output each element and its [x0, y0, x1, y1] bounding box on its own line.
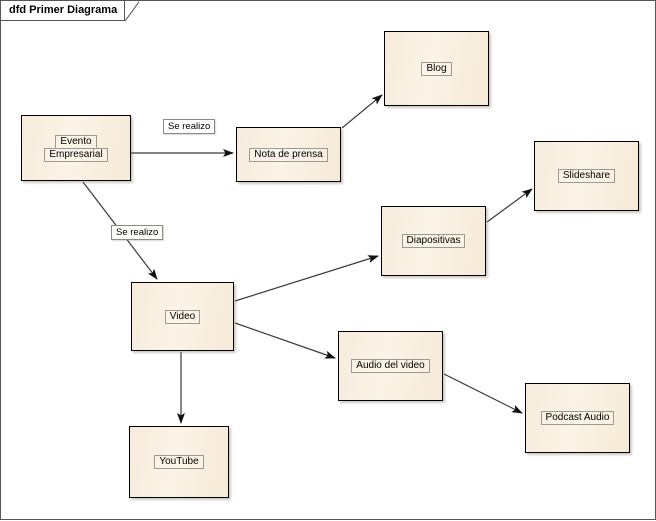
node-nota[interactable]: Nota de prensa	[236, 127, 341, 182]
frame-tab-label: dfd Primer Diagrama	[9, 4, 118, 16]
node-label-youtube: YouTube	[154, 455, 204, 469]
node-podcast[interactable]: Podcast Audio	[525, 383, 630, 453]
label-evento-nota[interactable]: Se realizo	[163, 119, 216, 134]
node-youtube[interactable]: YouTube	[129, 426, 229, 498]
node-label-blog: Blog	[421, 61, 452, 76]
node-label-diapositivas: Diapositivas	[401, 234, 466, 248]
frame-tab[interactable]: dfd Primer Diagrama	[1, 1, 139, 21]
node-slideshare[interactable]: Slideshare	[534, 141, 639, 211]
node-label-audio: Audio del video	[351, 359, 430, 373]
edge-video-audio[interactable]	[234, 322, 336, 359]
edge-nota-blog[interactable]	[341, 94, 383, 129]
edge-video-diapositivas[interactable]	[234, 255, 379, 302]
node-audio[interactable]: Audio del video	[338, 331, 443, 401]
node-label-evento-1: Empresarial	[44, 147, 108, 162]
edge-audio-podcast[interactable]	[443, 373, 523, 414]
node-label-video: Video	[164, 309, 201, 324]
node-label-podcast: Podcast Audio	[540, 411, 615, 425]
node-diapositivas[interactable]: Diapositivas	[381, 206, 486, 276]
node-blog[interactable]: Blog	[384, 31, 489, 106]
label-evento-video[interactable]: Se realizo	[111, 225, 164, 240]
node-label-evento-0: Evento	[55, 134, 97, 149]
node-label-slideshare: Slideshare	[557, 169, 616, 183]
node-label-nota: Nota de prensa	[249, 147, 328, 162]
edge-diapositivas-slideshare[interactable]	[486, 188, 533, 223]
node-video[interactable]: Video	[131, 282, 234, 351]
